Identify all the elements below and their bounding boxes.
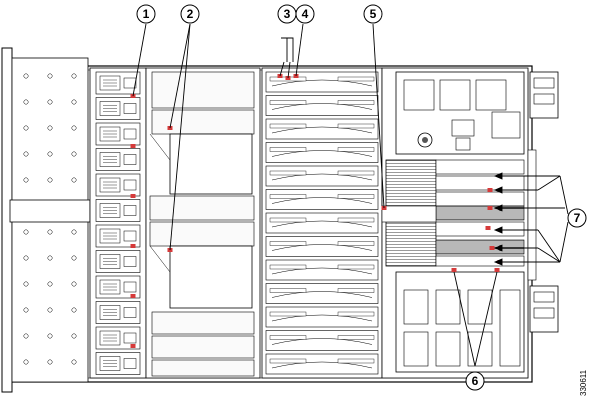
vent-hole	[23, 359, 29, 365]
svg-text:4: 4	[302, 7, 309, 21]
motherboard-area	[381, 67, 529, 379]
vent-hole	[47, 99, 53, 105]
vent-hole	[71, 307, 77, 313]
svg-text:3: 3	[284, 7, 291, 21]
vent-hole	[47, 151, 53, 157]
fan-module	[95, 173, 141, 197]
vent-hole	[71, 73, 77, 79]
figure-id: 330611	[579, 369, 588, 396]
fan-module	[95, 352, 141, 375]
dimm-module	[265, 189, 379, 210]
fan-module	[95, 97, 141, 120]
center-module-column	[261, 67, 383, 379]
vent-hole	[71, 281, 77, 287]
vent-hole	[47, 229, 53, 235]
fault-led	[130, 194, 136, 198]
vent-hole	[47, 281, 53, 287]
fault-led	[167, 126, 173, 130]
vent-hole	[71, 125, 77, 131]
front-panel	[1, 47, 91, 393]
vent-hole	[71, 359, 77, 365]
vent-hole	[71, 99, 77, 105]
svg-text:1: 1	[143, 7, 150, 21]
dimm-module	[265, 212, 379, 234]
vent-hole	[71, 177, 77, 183]
heatsink-upper	[385, 159, 437, 207]
fan-module	[95, 275, 141, 299]
fault-led	[130, 244, 136, 248]
vent-hole	[23, 151, 29, 157]
callout-7: 7	[567, 208, 587, 228]
callout-4: 4	[295, 4, 315, 24]
callout-6: 6	[465, 371, 485, 391]
vent-hole	[47, 125, 53, 131]
left-drive-cage	[145, 67, 261, 379]
callout-3: 3	[277, 4, 297, 24]
fan-module	[95, 301, 141, 324]
vent-hole	[23, 333, 29, 339]
fan-module	[95, 199, 141, 222]
dimm-module	[265, 353, 379, 375]
dimm-module	[265, 330, 379, 351]
vent-hole	[47, 255, 53, 261]
fan-module	[95, 250, 141, 273]
svg-text:5: 5	[370, 7, 377, 21]
vent-hole	[23, 99, 29, 105]
dimm-module	[265, 71, 379, 93]
fan-module	[95, 326, 141, 350]
svg-text:7: 7	[574, 211, 581, 225]
vent-hole	[23, 177, 29, 183]
vent-hole	[23, 307, 29, 313]
vent-hole	[23, 125, 29, 131]
fan-modules	[89, 67, 147, 379]
vent-hole	[47, 359, 53, 365]
vent-hole	[23, 255, 29, 261]
callout-2: 2	[180, 4, 200, 24]
callout-7-arrows	[493, 172, 569, 266]
vent-hole	[23, 73, 29, 79]
vent-hole	[47, 333, 53, 339]
vent-hole	[23, 281, 29, 287]
vent-hole	[47, 177, 53, 183]
fault-led	[485, 226, 491, 230]
dimm-module	[265, 283, 379, 304]
callout-1: 1	[136, 4, 156, 24]
vent-hole	[47, 73, 53, 79]
leader-lines	[132, 23, 498, 367]
fan-module	[95, 71, 141, 95]
fault-led	[130, 144, 136, 148]
dimm-module	[265, 259, 379, 281]
vent-hole	[71, 229, 77, 235]
fan-module	[95, 224, 141, 248]
fault-led	[487, 206, 493, 210]
dimm-module	[265, 306, 379, 328]
vent-hole	[23, 229, 29, 235]
fault-led	[130, 294, 136, 298]
dimm-module	[265, 236, 379, 257]
fault-led	[494, 268, 500, 272]
vent-hole	[47, 307, 53, 313]
fan-module	[95, 148, 141, 171]
dimm-module	[265, 95, 379, 116]
heatsink-lower	[385, 221, 437, 267]
fault-led	[130, 344, 136, 348]
fault-led	[487, 188, 493, 192]
vent-hole	[71, 151, 77, 157]
svg-text:2: 2	[187, 7, 194, 21]
vent-hole	[71, 333, 77, 339]
fault-led	[489, 246, 495, 250]
vent-hole	[71, 255, 77, 261]
fault-led	[451, 268, 457, 272]
dimm-module	[265, 142, 379, 163]
dimm-module	[265, 165, 379, 187]
fan-module	[95, 122, 141, 146]
svg-text:6: 6	[472, 374, 479, 388]
rear-psu	[527, 71, 559, 333]
callout-5: 5	[363, 4, 383, 24]
dimm-module	[265, 118, 379, 140]
